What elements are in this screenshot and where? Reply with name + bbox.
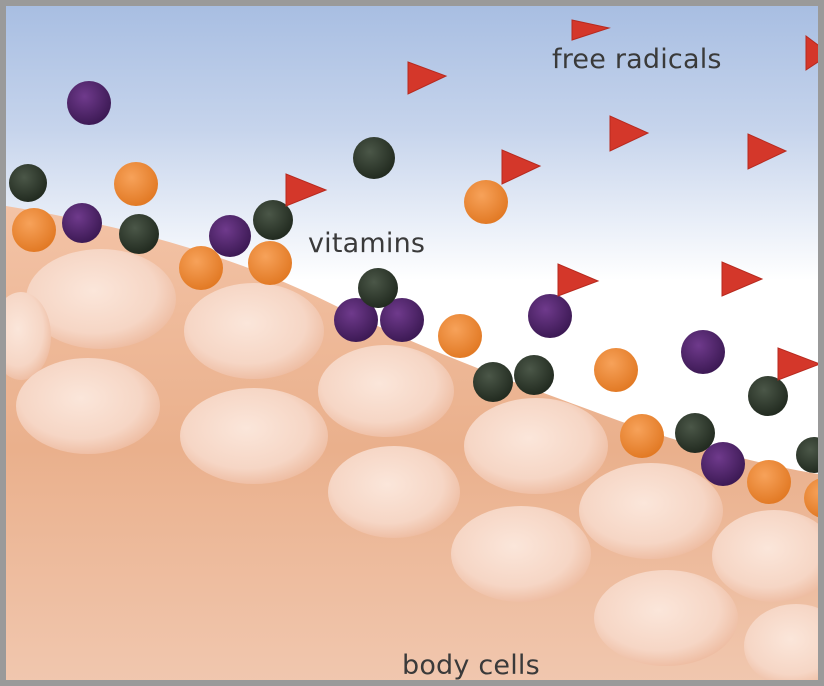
body-cells-label: body cells [402,650,540,681]
vitamin-orange [114,162,158,206]
vitamin-purple [681,330,725,374]
vitamins-label: vitamins [308,228,425,259]
body-cell [451,506,591,602]
body-cell [180,388,328,484]
vitamin-purple [701,442,745,486]
vitamin-dark [119,214,159,254]
body-cell [318,345,454,437]
vitamin-dark [675,413,715,453]
body-cell [594,570,738,666]
vitamin-dark [473,362,513,402]
body-cell [328,446,460,538]
body-cell [579,463,723,559]
vitamin-orange [248,241,292,285]
vitamin-dark [748,376,788,416]
vitamin-orange [438,314,482,358]
vitamin-orange [620,414,664,458]
vitamin-purple [62,203,102,243]
body-cell [464,398,608,494]
body-cell [16,358,160,454]
vitamin-dark [514,355,554,395]
vitamin-orange [12,208,56,252]
vitamin-dark [353,137,395,179]
vitamin-dark [9,164,47,202]
diagram-canvas [6,6,824,686]
vitamin-purple [67,81,111,125]
vitamin-orange [464,180,508,224]
free-radicals-label: free radicals [552,44,722,75]
vitamin-orange [179,246,223,290]
vitamin-dark [358,268,398,308]
vitamin-orange [594,348,638,392]
vitamin-purple [528,294,572,338]
vitamin-orange [747,460,791,504]
vitamin-purple [209,215,251,257]
body-cell [184,283,324,379]
